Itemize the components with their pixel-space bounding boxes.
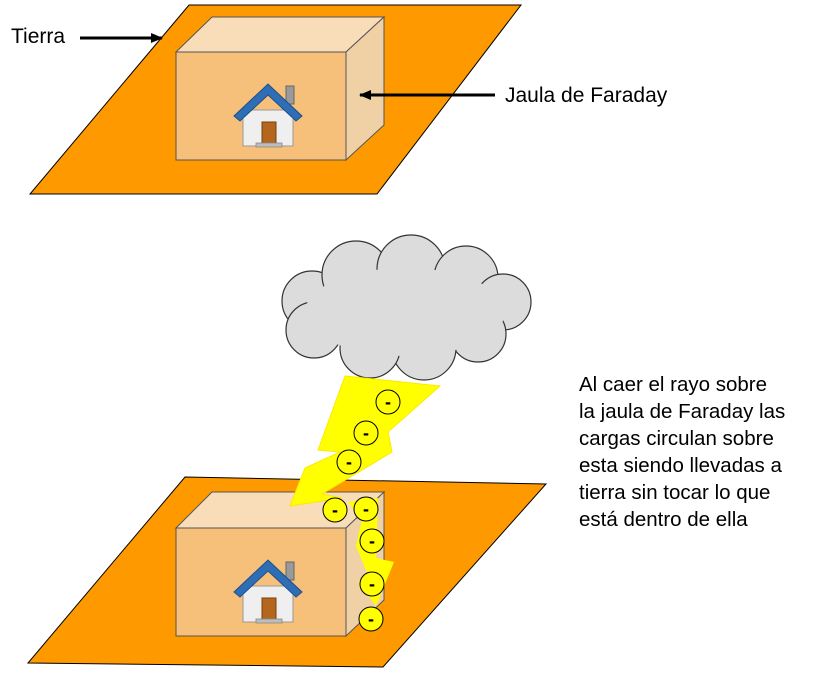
charge: - (359, 528, 385, 554)
cloud-icon (281, 234, 532, 381)
description-line: está dentro de ella (579, 508, 748, 531)
description-line: Al caer el rayo sobre (579, 373, 768, 396)
top-scene (28, 4, 523, 195)
svg-text:-: - (346, 452, 352, 472)
charge: - (359, 571, 385, 597)
svg-text:-: - (332, 500, 338, 520)
charge: - (353, 420, 379, 446)
house-icon (233, 559, 303, 624)
description-line: la jaula de Faraday las (579, 400, 786, 423)
charge: - (322, 497, 348, 523)
bottom-scene: - - - - - - - - (26, 234, 548, 668)
house-icon (233, 83, 303, 148)
description-line: cargas circulan sobre (579, 427, 774, 450)
svg-text:-: - (369, 531, 375, 551)
charge: - (358, 606, 384, 632)
charge: - (336, 449, 362, 475)
charge: - (353, 496, 379, 522)
ground-label: Tierra (11, 25, 66, 48)
cage-label: Jaula de Faraday (505, 84, 668, 107)
svg-text:-: - (368, 609, 374, 629)
description-line: tierra sin tocar lo que (579, 481, 771, 504)
svg-text:-: - (363, 499, 369, 519)
svg-text:-: - (363, 423, 369, 443)
charge: - (375, 389, 401, 415)
description-text: Al caer el rayo sobre la jaula de Farada… (579, 371, 831, 533)
svg-text:-: - (369, 574, 375, 594)
svg-text:-: - (385, 392, 391, 412)
description-line: esta siendo llevadas a (579, 454, 782, 477)
charges: - - - - - - - - (322, 389, 401, 632)
